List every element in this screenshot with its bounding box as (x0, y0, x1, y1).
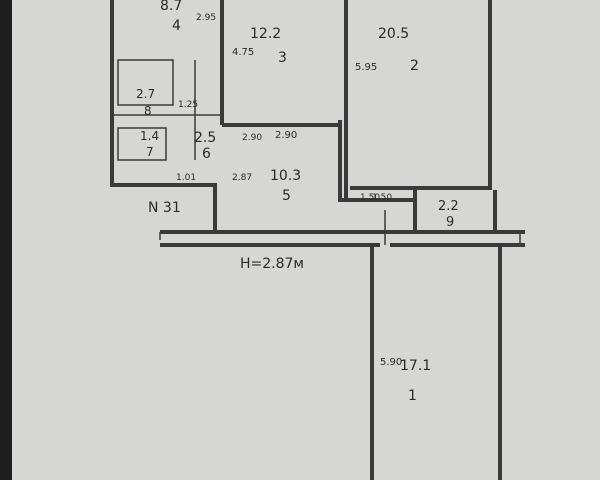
room-labels: 12.2 3 4.75 20.5 2 5.95 8.7 4 2.95 10.3 … (136, 0, 459, 404)
room-4-number: 4 (172, 18, 181, 34)
room-2-number: 2 (410, 58, 419, 74)
room-3-number: 3 (278, 50, 287, 66)
room-4-dim: 2.95 (196, 13, 216, 23)
thin-lines (112, 59, 521, 245)
room-1-area: 17.1 (400, 358, 431, 374)
walls (110, 0, 525, 480)
room-2-area: 20.5 (378, 26, 409, 42)
room-6-area: 2.5 (194, 130, 216, 146)
dim-2-90: 2.90 (242, 133, 262, 143)
dim-2-87: 2.87 (232, 173, 252, 183)
room-5-dim: 2.90 (275, 130, 297, 141)
room-7-area: 1.4 (140, 129, 159, 143)
room-5-area: 10.3 (270, 168, 301, 184)
room-9-number: 9 (446, 215, 454, 230)
ceiling-height: H=2.87м (240, 256, 304, 272)
room-1-number: 1 (408, 388, 417, 404)
apartment-number: N 31 (148, 200, 181, 216)
room-8-number: 8 (144, 104, 152, 118)
room-5-number: 5 (282, 188, 291, 204)
room-1-dim: 5.90 (380, 357, 402, 368)
room-2-dim: 5.95 (355, 62, 377, 73)
room-7-number: 7 (146, 145, 154, 159)
room-6-number: 6 (202, 146, 211, 162)
room-3-dim: 4.75 (232, 47, 254, 58)
room-8-area: 2.7 (136, 87, 155, 101)
dim-1-01: 1.01 (176, 173, 196, 183)
room-3-area: 12.2 (250, 26, 281, 42)
room-6-dim: 1.25 (178, 100, 198, 110)
room-9-dim: 1.50 (360, 193, 380, 203)
room-9-area: 2.2 (438, 199, 459, 214)
room-4-area: 8.7 (160, 0, 182, 14)
dim-1-50: 1.50 (372, 193, 392, 203)
paper-sheet (10, 0, 600, 480)
